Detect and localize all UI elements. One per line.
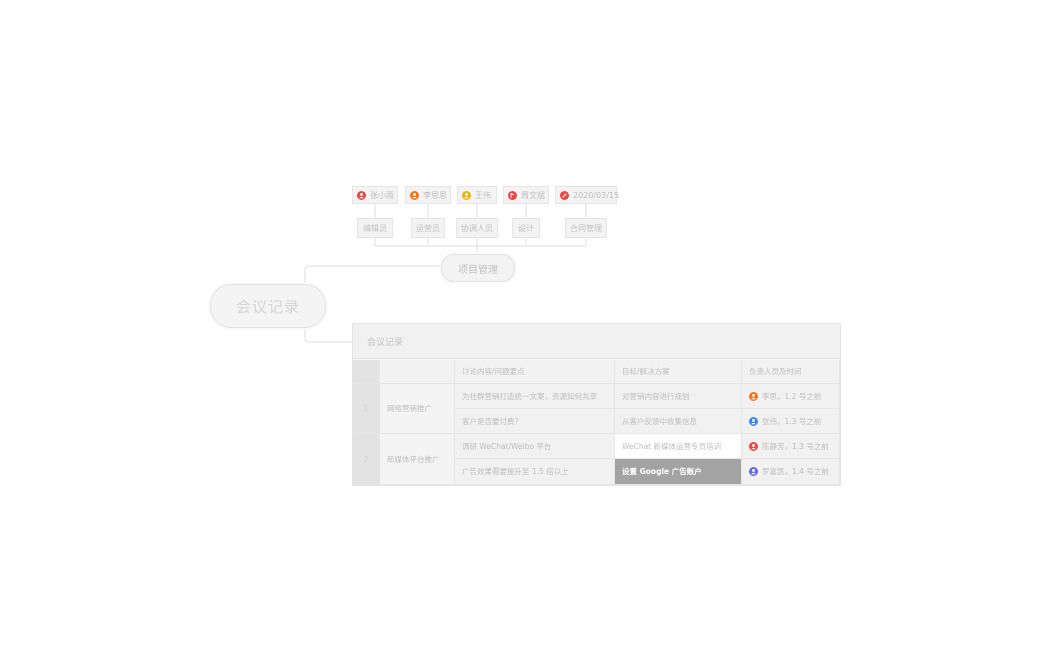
topic-cell[interactable]: 新媒体平台推广 <box>380 434 455 485</box>
issue-cell[interactable]: 为社群营销打造统一文案，资源如何共享 <box>455 384 615 409</box>
person-name: 张小雨 <box>370 190 394 200</box>
owner-cell[interactable]: 陈静芳，1.3 号之前 <box>742 434 840 459</box>
header-cell: 目标/解决方案 <box>615 360 742 384</box>
no-entry-icon <box>560 190 569 200</box>
owner-label: 张伟，1.3 号之前 <box>762 416 822 426</box>
role-label: 协调人员 <box>461 223 493 233</box>
row-index: 2 <box>353 434 380 485</box>
meeting-table[interactable]: 会议记录 讨论内容/问题要点 目标/解决方案 负责人员及时间 1 网络营销推广 … <box>352 323 841 486</box>
issue-cell[interactable]: 调研 WeChat/Weibo 平台 <box>455 434 615 459</box>
person-name: 李思思 <box>423 190 447 200</box>
flag-icon <box>508 190 517 200</box>
person-icon <box>749 391 758 401</box>
row-index: 1 <box>353 384 380 434</box>
header-cell <box>380 360 455 384</box>
person-icon <box>410 190 419 200</box>
person-tag[interactable]: 李思思 <box>405 186 451 204</box>
date-label: 2020/03/15 <box>573 190 620 200</box>
central-topic-label: 会议记录 <box>235 297 300 316</box>
owner-label: 陈静芳，1.3 号之前 <box>762 441 829 451</box>
person-tag[interactable]: 张小雨 <box>352 186 398 204</box>
person-icon <box>749 467 758 476</box>
header-cell: 负责人员及时间 <box>742 360 840 384</box>
issue-cell[interactable]: 客户是否要付费？ <box>455 409 615 434</box>
person-icon <box>749 416 758 426</box>
role-topic[interactable]: 协调人员 <box>456 218 498 238</box>
person-tag[interactable]: 王伟 <box>457 186 497 204</box>
solution-cell-selected[interactable]: 设置 Google 广告账户 <box>615 459 742 485</box>
person-name: 王伟 <box>475 190 491 200</box>
person-name: 周文斌 <box>521 190 545 200</box>
solution-cell[interactable]: 对营销内容进行规划 <box>615 384 742 409</box>
owner-cell[interactable]: 李思，1.2 号之前 <box>742 384 840 409</box>
person-icon <box>357 190 366 200</box>
role-topic[interactable]: 设计 <box>512 218 540 238</box>
central-topic[interactable]: 会议记录 <box>210 284 326 328</box>
header-cell: 讨论内容/问题要点 <box>455 360 615 384</box>
topic-cell[interactable]: 网络营销推广 <box>380 384 455 434</box>
table-title: 会议记录 <box>353 324 840 359</box>
role-topic[interactable]: 运营员 <box>411 218 445 238</box>
person-tag[interactable]: 周文斌 <box>503 186 549 204</box>
owner-cell[interactable]: 张伟，1.3 号之前 <box>742 409 840 434</box>
solution-cell[interactable]: WeChat 新媒体运营专员培训 <box>615 434 742 459</box>
person-icon <box>749 441 758 451</box>
header-cell <box>353 360 380 384</box>
solution-cell[interactable]: 从客户反馈中收集信息 <box>615 409 742 434</box>
owner-label: 李思，1.2 号之前 <box>762 391 822 401</box>
role-topic[interactable]: 编辑员 <box>357 218 393 238</box>
owner-label: 罗嘉凯，1.4 号之前 <box>762 467 829 476</box>
role-topic[interactable]: 合同管理 <box>565 218 607 238</box>
branch-topic-project-management[interactable]: 项目管理 <box>441 254 515 282</box>
role-label: 合同管理 <box>570 223 602 233</box>
branch-topic-label: 项目管理 <box>458 264 498 276</box>
person-icon <box>462 190 471 200</box>
issue-cell[interactable]: 广告效果需要提升至 1.5 倍以上 <box>455 459 615 485</box>
role-label: 运营员 <box>416 223 440 233</box>
role-label: 编辑员 <box>363 223 387 233</box>
role-label: 设计 <box>518 223 534 233</box>
owner-cell[interactable]: 罗嘉凯，1.4 号之前 <box>742 459 840 485</box>
date-tag[interactable]: 2020/03/15 <box>555 186 620 204</box>
